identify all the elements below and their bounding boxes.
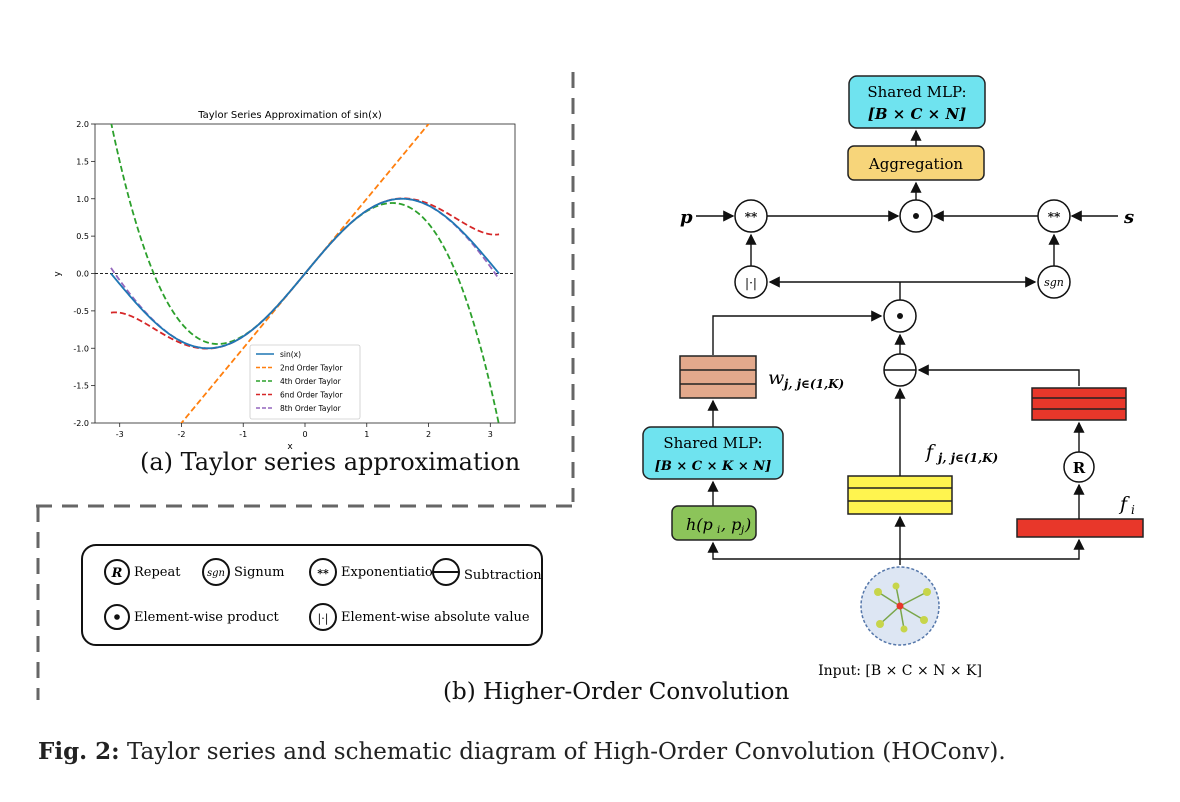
legend-entry: 2nd Order Taylor [280,364,343,373]
shared-mlp-left-title: Shared MLP: [663,434,762,452]
point-cloud-neighbors [874,582,931,633]
exp-node-right-text: ** [1048,210,1061,224]
figure-caption-label: Fig. 2: [38,738,120,765]
y-tick-label: 0.5 [76,232,89,241]
x-tick-label: -3 [116,430,124,439]
shared-mlp-top-shape: [B × C × N] [868,105,967,123]
y-axis-label: y [53,271,63,277]
product-node-mid-dot [897,313,903,319]
signum-symbol-icon [202,558,230,586]
arrow-input-to-fi [900,538,1085,560]
abs-symbol-icon [309,603,337,631]
y-tick-label: 2.0 [76,120,89,129]
x-axis-label: x [287,442,293,452]
h-function-label: h(p [686,515,713,534]
aggregation-label: Aggregation [868,155,963,173]
y-tick-label: 0.0 [76,270,89,279]
axis-ticks: -3 -2 -1 0 1 2 3 2.0 1.5 1.0 0.5 0.0 -0.5 -1.0 -1.5 -2.… [73,120,492,439]
repeat-symbol-icon [104,559,130,585]
legend-entry: 6nd Order Taylor [280,391,343,400]
p-label: p [680,207,693,228]
abs-node-text: |·| [745,276,757,290]
h-function-box [671,505,757,541]
x-tick-label: 2 [426,430,431,439]
figure-caption-text: Taylor series and schematic diagram of H… [119,739,1006,765]
figure-caption: Fig. 2: Taylor series and schematic diag… [38,738,1006,765]
arrow-fi-to-sub [917,364,1080,386]
legend-entry: 8th Order Taylor [280,404,342,413]
exp-node-left-text: ** [745,210,758,224]
legend-frame [249,344,361,420]
arrow-w-to-product [712,310,883,355]
legend-elementwise-abs: Element-wise absolute value [341,610,530,625]
repeat-symbol-text: R [111,566,123,581]
shared-mlp-left-box [642,426,784,480]
fi-feature-block [1016,518,1144,538]
w-label: w [768,367,784,389]
y-tick-label: 1.5 [76,157,89,166]
fi-label: f [1118,493,1130,515]
x-tick-label: 0 [302,430,307,439]
fj-label: f [924,441,936,463]
h-comma: , p [721,515,741,534]
repeat-node-text: R [1073,459,1086,477]
taylor-chart: Taylor Series Approximation of sin(x) -3… [53,110,516,452]
x-tick-label: 3 [488,430,493,439]
fi-subscript: i [1131,503,1135,517]
chart-legend: sin(x) 2nd Order Taylor 4th Order Taylor 6n… [249,344,361,420]
exp-symbol-icon [309,558,337,586]
point-cloud-center [896,602,904,610]
subcaption-b: (b) Higher-Order Convolution [443,679,790,705]
fj-features-block [847,475,953,515]
abs-symbol-text: |·| [318,612,329,626]
series-line [110,197,500,350]
product-node-top-dot [913,213,919,219]
y-tick-label: -0.5 [73,307,89,316]
h-sub-i: i [717,525,720,536]
signum-symbol-text: sgn [207,568,225,579]
y-tick-label: 1.0 [76,195,89,204]
series-line [110,197,500,350]
w-subscript: j, j∈(1,K) [782,377,844,391]
chart-title: Taylor Series Approximation of sin(x) [197,110,382,121]
x-tick-label: -1 [239,430,247,439]
legend-elementwise-product: Element-wise product [134,610,279,625]
w-weights-block [679,355,757,399]
legend-entry: sin(x) [280,350,301,359]
legend-entry: 4th Order Taylor [280,377,342,386]
product-dot-icon [114,614,120,620]
arrow-input-to-h [707,541,900,560]
x-tick-label: 1 [364,430,369,439]
shared-mlp-left-shape: [B × C × K × N] [655,459,772,474]
legend-exponentiation: Exponentiation [341,565,442,580]
s-label: s [1123,207,1134,228]
series-group [110,124,500,423]
legend-signum: Signum [234,565,284,580]
y-tick-label: -2.0 [73,419,89,428]
shared-mlp-top-title: Shared MLP: [867,83,966,101]
legend-repeat: Repeat [134,565,181,580]
exp-symbol-text: ** [317,567,329,580]
y-tick-label: -1.0 [73,344,89,353]
subcaption-a: (a) Taylor series approximation [140,448,521,476]
h-close: ) [744,515,751,534]
h-sub-j: j [739,525,744,536]
input-label: Input: [B × C × N × K] [818,663,982,679]
fi-repeated-block [1031,387,1127,421]
y-tick-label: -1.5 [73,382,89,391]
x-tick-label: -2 [177,430,185,439]
symbol-legend: R Repeat sgn Signum ** Exponentiation Su… [81,544,543,646]
fj-subscript: j, j∈(1,K) [936,451,998,465]
sgn-node-text: sgn [1044,276,1064,289]
shared-mlp-top-box [848,75,986,129]
legend-subtraction: Subtraction [464,568,542,583]
symbol-legend-frame [81,544,543,646]
